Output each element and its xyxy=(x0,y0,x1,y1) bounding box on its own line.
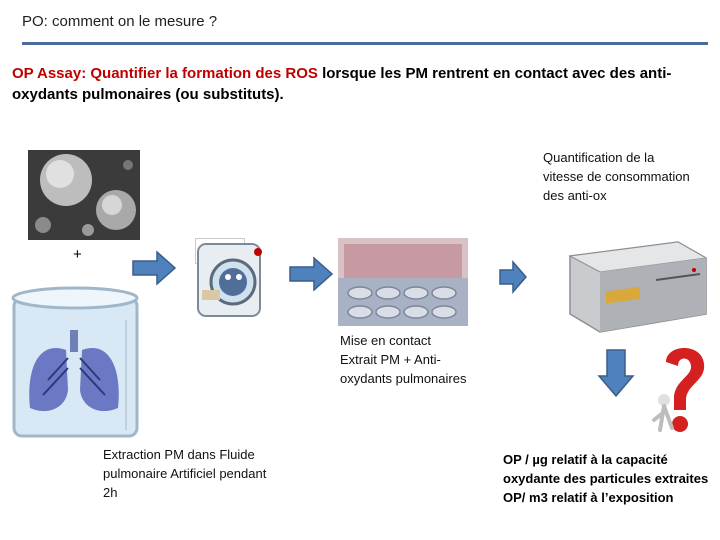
title-rule xyxy=(22,42,708,45)
result-line-exposure: OP/ m3 relatif à l’exposition xyxy=(503,490,674,505)
slide-title: PO: comment on le mesure ? xyxy=(22,13,218,30)
particle-microscopy-image xyxy=(28,150,140,240)
beaker-with-lungs-image xyxy=(11,286,139,438)
quantification-caption: Quantification de la vitesse de consomma… xyxy=(543,150,690,203)
arrow-right-icon xyxy=(289,256,334,292)
arrow-down-icon xyxy=(597,349,635,398)
intro-text: OP Assay: Quantifier la formation des RO… xyxy=(12,63,702,105)
extraction-caption: Extraction PM dans Fluide pulmonaire Art… xyxy=(103,447,267,500)
shaker-machine-image xyxy=(197,243,262,317)
contact-caption: Mise en contact Extrait PM + Anti-oxydan… xyxy=(340,333,467,386)
result-line-mass: OP / µg relatif à la capacité oxydante d… xyxy=(503,452,709,486)
intro-highlight: OP Assay: Quantifier la formation des RO… xyxy=(12,65,318,82)
plate-reader-image xyxy=(568,241,708,333)
intro-rest: lorsque les PM rentrent en contact avec … xyxy=(12,65,672,103)
question-mark-figure-image xyxy=(652,348,705,432)
arrow-right-icon xyxy=(499,259,527,295)
arrow-right-icon xyxy=(132,250,177,286)
result-text: OP / µg relatif à la capacité oxydante d… xyxy=(503,450,713,507)
well-plate-image xyxy=(338,238,468,326)
plus-sign: + xyxy=(73,246,82,263)
